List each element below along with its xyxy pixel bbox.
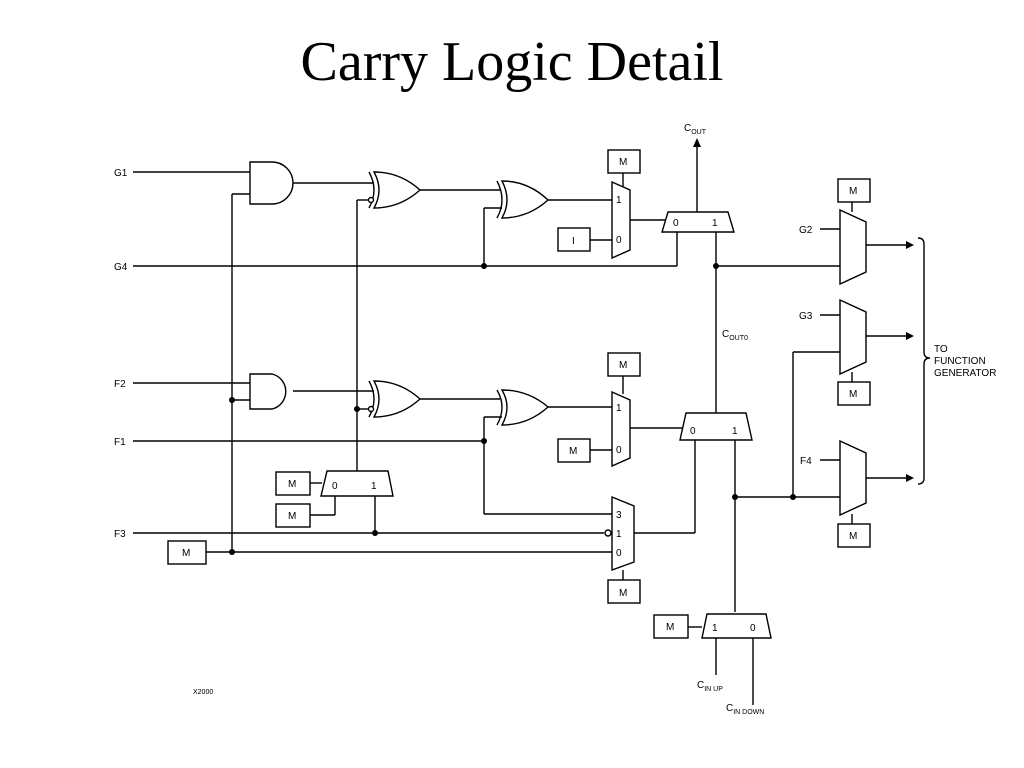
xor-gate-top-right: [496, 180, 550, 219]
svg-text:0: 0: [673, 218, 679, 229]
mux-config-small: 0 1: [320, 470, 394, 497]
mux-g2: [839, 208, 867, 286]
slide-title: Carry Logic Detail: [300, 31, 724, 93]
svg-text:M: M: [619, 588, 627, 599]
and-gate-top: [249, 161, 294, 205]
mux-g3: [839, 298, 867, 376]
mux-g-carry-select: 1 0: [611, 180, 631, 260]
svg-text:0: 0: [332, 481, 338, 492]
svg-text:1: 1: [616, 403, 622, 414]
svg-text:TO: TO: [934, 344, 948, 355]
label-f3: F3: [114, 529, 126, 540]
svg-text:M: M: [849, 531, 857, 542]
label-f2: F2: [114, 379, 126, 390]
mux-carry-in: 1 0: [701, 613, 772, 639]
svg-text:M: M: [288, 479, 296, 490]
wires: [133, 144, 931, 705]
const-box-label: I: [572, 236, 575, 247]
function-generator-label: TO FUNCTION GENERATOR: [934, 344, 996, 379]
mux-f4: [839, 439, 867, 517]
svg-text:M: M: [182, 548, 190, 559]
svg-text:1: 1: [371, 481, 377, 492]
svg-text:M: M: [619, 360, 627, 371]
label-cout0: COUT0: [722, 329, 748, 342]
xor-gate-bottom-left: [367, 380, 422, 418]
svg-text:M: M: [288, 511, 296, 522]
svg-text:FUNCTION: FUNCTION: [934, 356, 986, 367]
junction-dots: [229, 263, 796, 555]
label-f1: F1: [114, 437, 126, 448]
svg-text:1: 1: [616, 529, 622, 540]
label-g3: G3: [799, 311, 813, 322]
svg-text:GENERATOR: GENERATOR: [934, 368, 996, 379]
mux-cout0: 0 1: [679, 412, 753, 441]
svg-text:1: 1: [616, 195, 622, 206]
svg-text:M: M: [666, 622, 674, 633]
label-g2: G2: [799, 225, 813, 236]
svg-text:0: 0: [616, 235, 622, 246]
xor-gate-top-left: [367, 171, 422, 209]
mux-three-input: 3 1 0: [604, 495, 635, 571]
label-f4: F4: [800, 456, 812, 467]
input-labels: G1 G4 F2 F1 F3 G2 G3 F4: [114, 168, 813, 540]
xor-gate-bottom-right: [496, 389, 550, 426]
svg-text:M: M: [569, 446, 577, 457]
config-box-label: M: [619, 157, 627, 168]
mux-f-carry-select: 1 0: [611, 390, 631, 468]
svg-text:0: 0: [616, 548, 622, 559]
svg-text:1: 1: [732, 426, 738, 437]
label-g4: G4: [114, 262, 128, 273]
config-boxes: M I M M M M M M M M M M: [167, 149, 871, 639]
svg-text:0: 0: [616, 445, 622, 456]
figure-id: X2000: [193, 689, 213, 696]
svg-text:0: 0: [750, 623, 756, 634]
label-cin-down: CIN DOWN: [726, 703, 764, 716]
and-gate-bottom: [249, 373, 287, 410]
svg-text:0: 0: [690, 426, 696, 437]
svg-text:1: 1: [712, 218, 718, 229]
label-g1: G1: [114, 168, 128, 179]
arrowheads: [693, 138, 914, 482]
svg-text:3: 3: [616, 510, 622, 521]
carry-labels: COUT COUT0 CIN UP CIN DOWN: [684, 123, 764, 716]
svg-text:M: M: [849, 186, 857, 197]
mux-cout: 0 1: [661, 211, 735, 233]
label-cin-up: CIN UP: [697, 680, 723, 693]
svg-text:1: 1: [712, 623, 718, 634]
label-cout: COUT: [684, 123, 707, 136]
svg-text:M: M: [849, 389, 857, 400]
